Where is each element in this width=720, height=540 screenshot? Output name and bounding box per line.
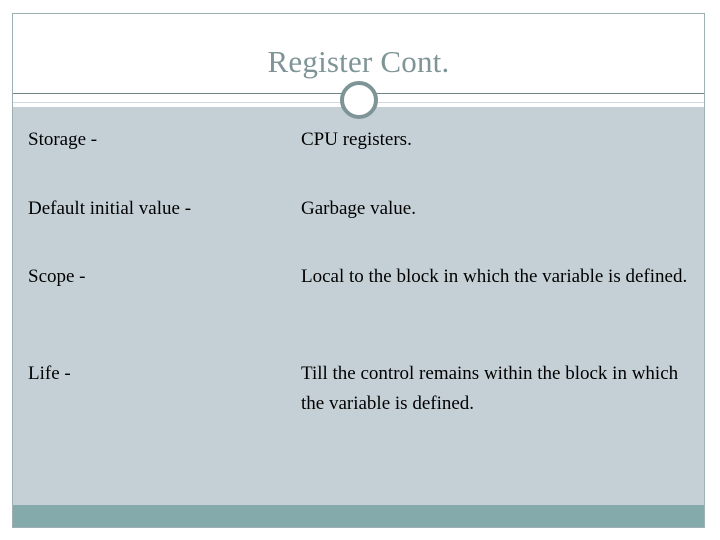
definition-description: Local to the block in which the variable… (301, 266, 688, 287)
slide-title-area: Register Cont. (13, 14, 704, 94)
definition-term: Life - (28, 363, 71, 384)
ring-ornament-icon (340, 81, 378, 119)
definition-term: Default initial value - (28, 198, 192, 219)
definition-term: Storage - (28, 129, 98, 150)
page-title: Register Cont. (267, 44, 450, 79)
slide-footer-bar (13, 505, 704, 527)
definition-term: Scope - (28, 266, 86, 287)
definition-description: CPU registers. (301, 129, 412, 150)
list-item: Storage - CPU registers. (13, 125, 704, 155)
list-item: Default initial value - Garbage value. (13, 194, 704, 224)
list-item: Scope - Local to the block in which the … (13, 262, 704, 292)
definition-description: Till the control remains within the bloc… (301, 363, 679, 414)
list-item: Life - Till the control remains within t… (13, 359, 704, 419)
slide-content-panel: Storage - CPU registers. Default initial… (13, 107, 704, 505)
definition-description: Garbage value. (301, 198, 416, 219)
